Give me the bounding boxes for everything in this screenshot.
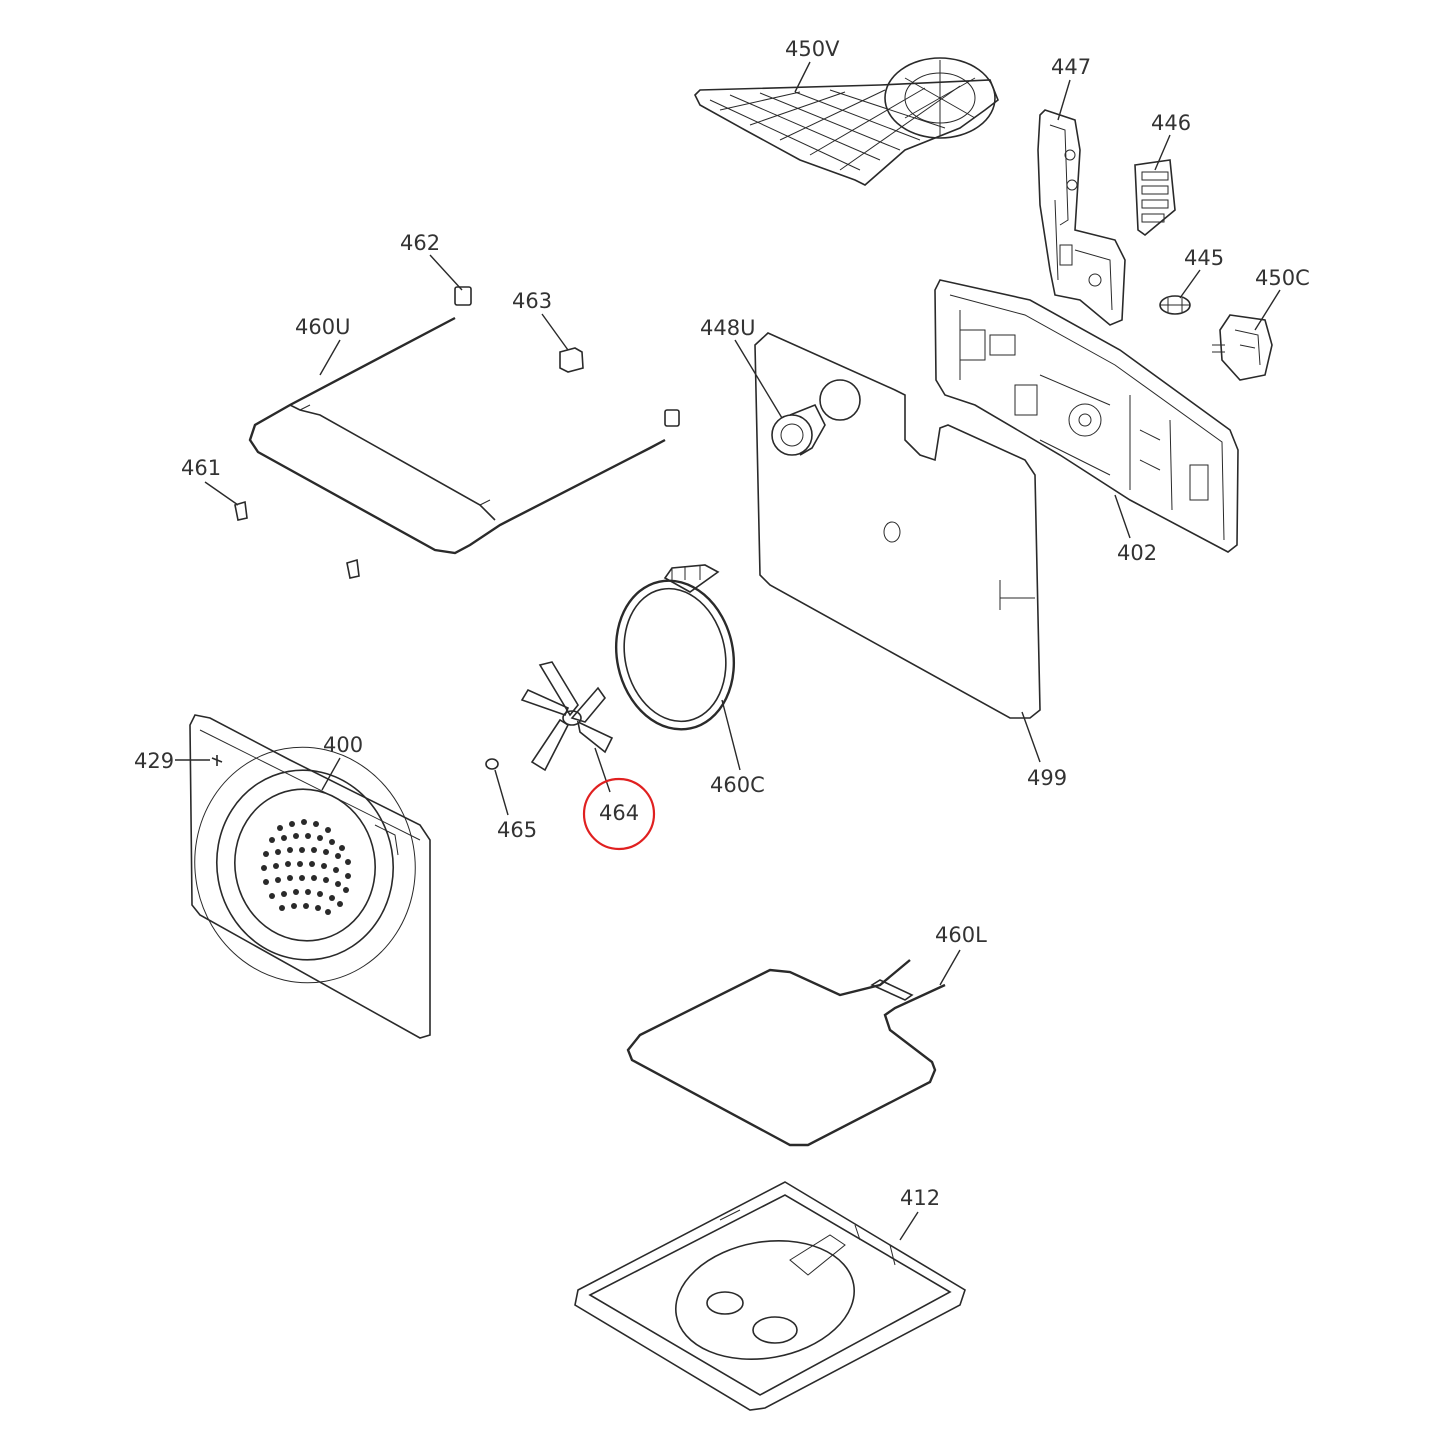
part-465-nut — [485, 758, 499, 770]
label-465: 465 — [497, 818, 537, 842]
part-429-screw — [211, 755, 223, 766]
part-461-clip — [234, 500, 360, 579]
part-446-terminal-block — [1134, 159, 1176, 237]
label-402: 402 — [1117, 541, 1157, 565]
label-450V: 450V — [785, 37, 840, 61]
label-460L: 460L — [935, 923, 987, 947]
label-460C: 460C — [710, 773, 765, 797]
part-460U-upper-element — [248, 316, 666, 555]
label-446: 446 — [1151, 111, 1191, 135]
label-429: 429 — [134, 749, 174, 773]
part-464-fan-blade — [520, 661, 614, 772]
label-461: 461 — [181, 456, 221, 480]
highlight-ring-464 — [582, 777, 656, 851]
part-499-insulation-board — [754, 332, 1041, 719]
part-448U-thermostat — [771, 403, 826, 456]
label-463: 463 — [512, 289, 552, 313]
part-460L-lower-element — [626, 959, 946, 1147]
part-400-grille-holes — [261, 819, 351, 915]
part-450V-fan-cover — [694, 57, 999, 186]
label-460U: 460U — [295, 315, 350, 339]
label-412: 412 — [900, 1186, 940, 1210]
part-445-thermostat — [1159, 295, 1191, 315]
label-462: 462 — [400, 231, 440, 255]
label-450C: 450C — [1255, 266, 1310, 290]
label-464: 464 — [599, 801, 639, 825]
label-448U: 448U — [700, 316, 755, 340]
part-400-fan-cover-panel — [189, 714, 431, 1039]
part-460C-circular-element — [614, 564, 736, 731]
part-462-clip — [454, 286, 680, 427]
label-445: 445 — [1184, 246, 1224, 270]
part-450C-switch — [1212, 314, 1273, 381]
part-402-rear-panel — [934, 279, 1239, 553]
label-499: 499 — [1027, 766, 1067, 790]
part-412-bottom-plate — [574, 1181, 966, 1411]
label-447: 447 — [1051, 55, 1091, 79]
part-447-control-bracket — [1037, 109, 1126, 326]
leader-lines — [175, 61, 1281, 1241]
part-463-bracket — [559, 347, 584, 373]
label-400: 400 — [323, 733, 363, 757]
